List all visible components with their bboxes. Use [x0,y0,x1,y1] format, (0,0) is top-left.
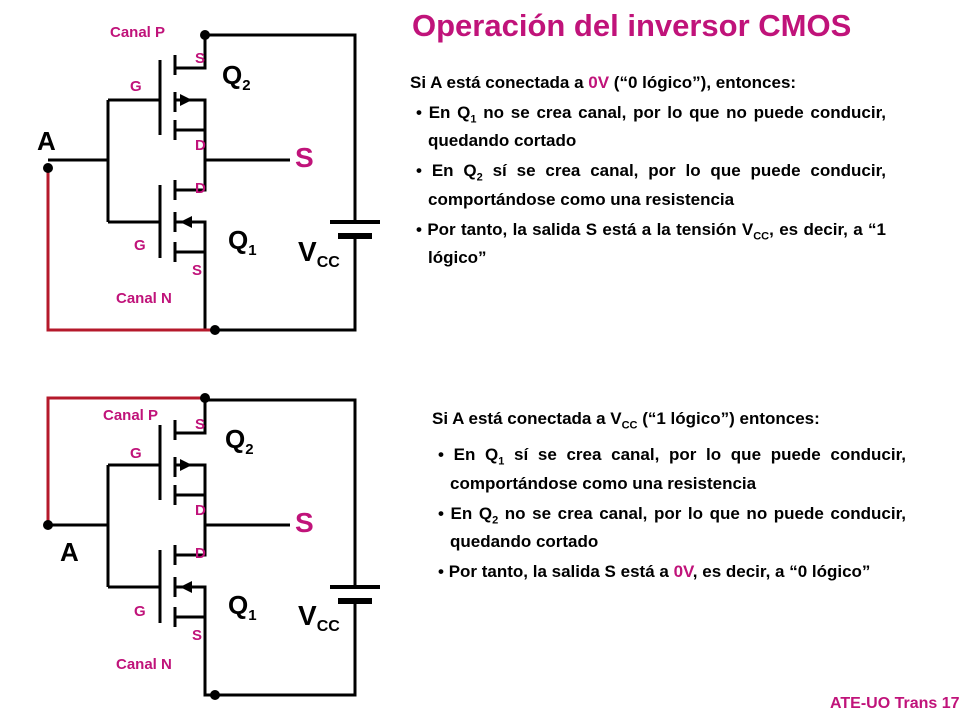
case-1-intro: Si A está conectada a 0V (“0 lógico”), e… [410,73,797,92]
label-q1: Q1 [228,590,257,624]
vcc-node [200,30,210,40]
label-gate-q2: G [130,78,142,95]
label-input-a: A [37,126,56,156]
label-q1: Q1 [228,225,257,259]
label-q2: Q2 [225,424,254,458]
label-gate-q1: G [134,237,146,254]
case-2-intro: Si A está conectada a VCC (“1 lógico”) e… [432,409,820,432]
ground-node [210,325,220,335]
label-output-s: S [295,142,314,173]
case-1-bullet-2: En Q2 sí se crea canal, por lo que puede… [410,160,886,210]
label-drain-q2: D [195,502,206,519]
case-1-explanation: Si A está conectada a 0V (“0 lógico”), e… [410,72,886,277]
label-q2: Q2 [222,60,251,94]
label-vcc: VCC [298,600,340,635]
label-canal-p: Canal P [103,407,159,424]
label-source-q1: S [192,627,203,644]
label-gate-q2: G [130,445,142,462]
input-wire-to-ground [46,168,215,332]
input-node [43,520,53,530]
label-source-q2: S [195,50,206,67]
label-drain-q1: D [195,180,206,197]
label-drain-q1: D [195,545,206,562]
label-source-q2: S [195,416,206,433]
case-2-explanation: Si A está conectada a VCC (“1 lógico”) e… [432,408,906,591]
label-drain-q2: D [195,137,206,154]
case-1-bullet-3: Por tanto, la salida S está a la tensión… [410,219,886,269]
circuit-case-2 [43,393,380,700]
label-input-a: A [60,537,79,567]
label-canal-p: Canal P [110,24,166,41]
circuit-case-1 [43,30,380,335]
input-wire-to-vcc [46,396,205,525]
label-vcc: VCC [298,236,340,271]
label-output-s: S [295,507,314,538]
label-source-q1: S [192,262,203,279]
page-title: Operación del inversor CMOS [412,8,852,43]
slide-footer: ATE-UO Trans 172 [830,695,960,712]
case-1-bullet-1: En Q1 no se crea canal, por lo que no pu… [410,102,886,152]
input-node [43,163,53,173]
vcc-node [200,393,210,403]
ground-node [210,690,220,700]
case-2-bullet-2: En Q2 no se crea canal, por lo que no pu… [432,503,906,553]
case-2-bullet-3: Por tanto, la salida S está a 0V, es dec… [432,561,906,583]
label-canal-n: Canal N [116,656,172,673]
case-2-bullet-1: En Q1 sí se crea canal, por lo que puede… [432,444,906,494]
label-gate-q1: G [134,603,146,620]
label-canal-n: Canal N [116,290,172,307]
